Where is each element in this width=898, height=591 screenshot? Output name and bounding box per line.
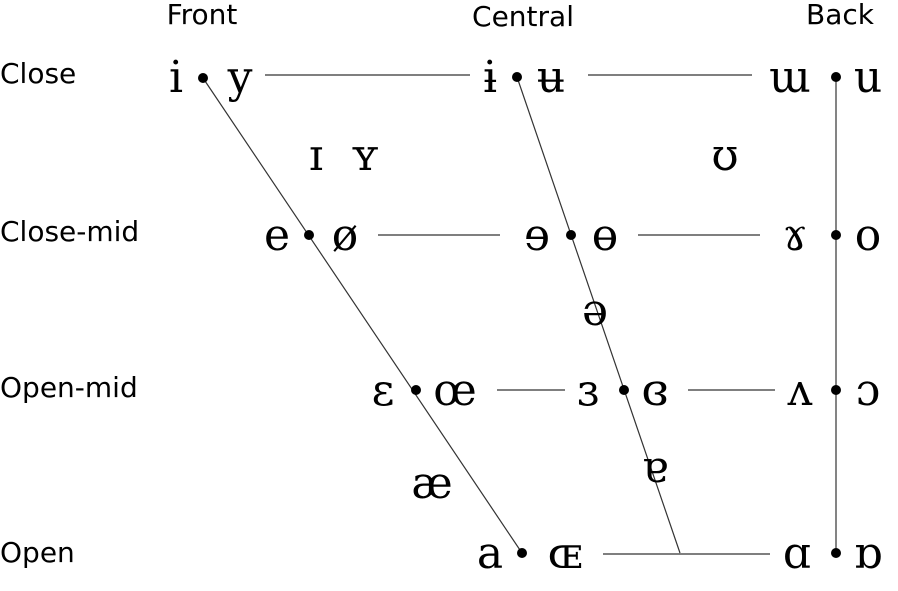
vowel: i [169, 52, 183, 103]
vowel: o [855, 210, 882, 261]
dots [198, 72, 841, 558]
vowel-symbols: i y ɨ ʉ ɯ u ɪ ʏ ʊ e ø ɘ ɵ ɤ o ə ɛ œ ɜ ɞ … [169, 52, 882, 579]
dot [198, 73, 208, 83]
vowel: ɪ [309, 130, 323, 181]
vowel: ɘ [524, 210, 550, 261]
vowel: ʏ [351, 130, 380, 181]
column-labels: Front Central Back [167, 0, 875, 33]
vowel: ɞ [642, 365, 669, 416]
vowel: e [264, 210, 290, 261]
vowel: ɑ [783, 528, 811, 579]
vowel: y [227, 52, 253, 103]
vowel: ʉ [537, 52, 565, 103]
vowel: ʊ [711, 130, 738, 181]
vowel: œ [433, 365, 477, 416]
dot [411, 385, 421, 395]
dot [619, 385, 629, 395]
dot [517, 548, 527, 558]
column-front: Front [167, 0, 238, 31]
front-edge-line [202, 77, 523, 554]
vowel: u [854, 52, 882, 103]
dot [304, 230, 314, 240]
dot [831, 230, 841, 240]
dot [831, 548, 841, 558]
row-close: Close [0, 57, 76, 90]
dot [512, 72, 522, 82]
vowel: ɵ [592, 210, 619, 261]
chart-lines [202, 74, 837, 555]
vowel: ɶ [548, 528, 583, 579]
column-back: Back [806, 0, 875, 31]
row-labels: Close Close-mid Open-mid Open [0, 57, 139, 569]
vowel: ɐ [642, 442, 668, 493]
row-open-mid: Open-mid [0, 371, 138, 404]
vowel: ɔ [856, 365, 881, 416]
vowel: ə [582, 285, 608, 336]
vowel: ɯ [769, 52, 811, 103]
vowel: ɜ [577, 365, 599, 416]
central-edge-line [516, 76, 681, 554]
dot [831, 385, 841, 395]
row-close-mid: Close-mid [0, 215, 139, 248]
vowel: ɒ [854, 528, 882, 579]
vowel: ɨ [483, 52, 497, 103]
dot [566, 230, 576, 240]
dot [831, 72, 841, 82]
vowel: ɛ [372, 365, 395, 416]
vowel: ʌ [787, 365, 813, 416]
column-central: Central [472, 0, 574, 33]
vowel: ɤ [783, 210, 808, 261]
vowel: æ [411, 458, 452, 509]
row-open: Open [0, 536, 75, 569]
vowel: ø [332, 210, 359, 261]
vowel: a [477, 528, 503, 579]
